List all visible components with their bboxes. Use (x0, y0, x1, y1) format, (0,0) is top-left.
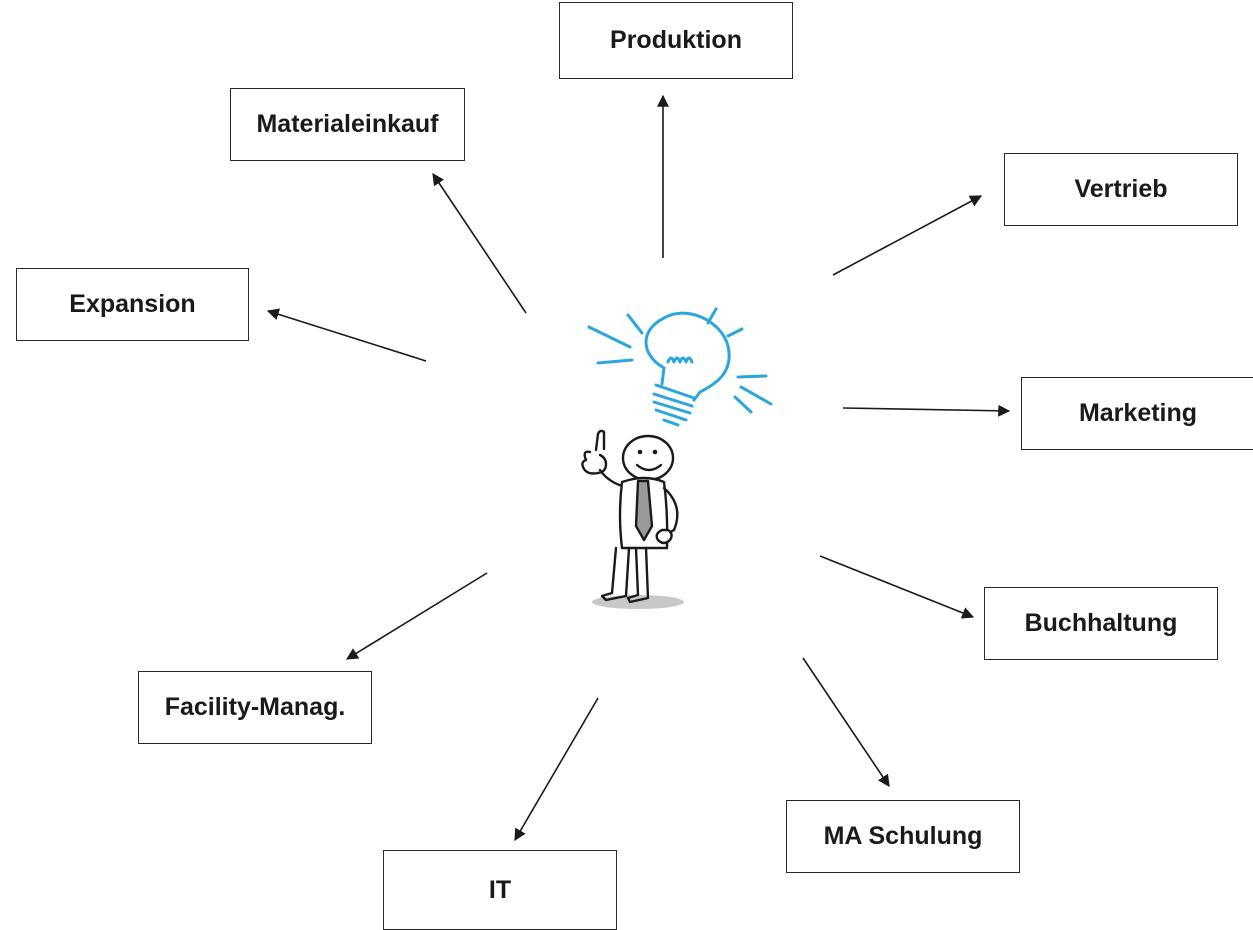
node-buchhaltung: Buchhaltung (984, 587, 1218, 660)
node-label: Expansion (69, 290, 196, 318)
edge-vertrieb (832, 195, 983, 276)
node-materialeinkauf: Materialeinkauf (230, 88, 465, 161)
node-label: Produktion (610, 26, 742, 54)
edge-it (514, 697, 599, 842)
node-marketing: Marketing (1021, 377, 1253, 450)
node-label: Vertrieb (1074, 175, 1168, 203)
node-label: Facility-Manag. (164, 693, 346, 721)
node-ma-schulung: MA Schulung (786, 800, 1020, 873)
edge-material (432, 173, 527, 314)
edge-maschulung (802, 657, 890, 787)
node-it: IT (383, 850, 617, 930)
node-expansion: Expansion (16, 268, 249, 341)
node-vertrieb: Vertrieb (1004, 153, 1238, 226)
node-label: Buchhaltung (1024, 609, 1178, 637)
edge-expansion (266, 308, 427, 362)
node-label: MA Schulung (823, 822, 983, 850)
edge-marketing (842, 404, 1011, 417)
edge-buchhaltung (819, 555, 975, 619)
node-facility-management: Facility-Manag. (138, 671, 372, 744)
node-produktion: Produktion (559, 2, 793, 79)
node-label: Materialeinkauf (256, 110, 439, 138)
node-label: IT (488, 875, 512, 904)
edge-facility (345, 572, 488, 660)
node-label: Marketing (1078, 399, 1198, 427)
